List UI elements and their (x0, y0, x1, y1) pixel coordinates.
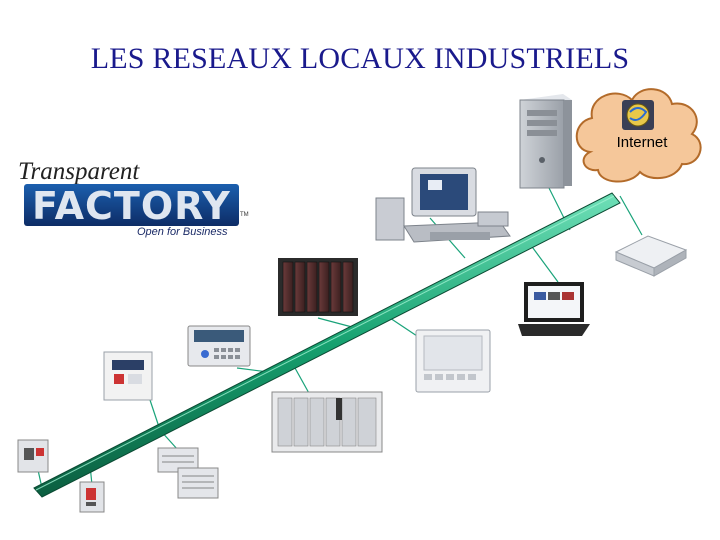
internet-label: Internet (600, 134, 684, 151)
server-tower-icon (520, 94, 572, 188)
contactor-icon (18, 440, 48, 472)
network-router-icon (616, 236, 686, 276)
variable-drive-icon (104, 352, 152, 400)
desktop-workstation-icon (376, 168, 510, 242)
plc-rack-icon (278, 258, 358, 316)
modular-plc-icon (272, 392, 382, 452)
motor-starter-icon (80, 482, 104, 512)
drop-line-laptop (530, 244, 558, 282)
drop-line-router (620, 196, 642, 235)
io-module-icon (158, 448, 218, 498)
operator-panel-icon (416, 330, 490, 392)
laptop-icon (518, 282, 590, 336)
drop-line-plc-rack (318, 318, 352, 327)
hmi-terminal-icon (188, 326, 250, 366)
drop-line-modular-plc (295, 368, 310, 395)
